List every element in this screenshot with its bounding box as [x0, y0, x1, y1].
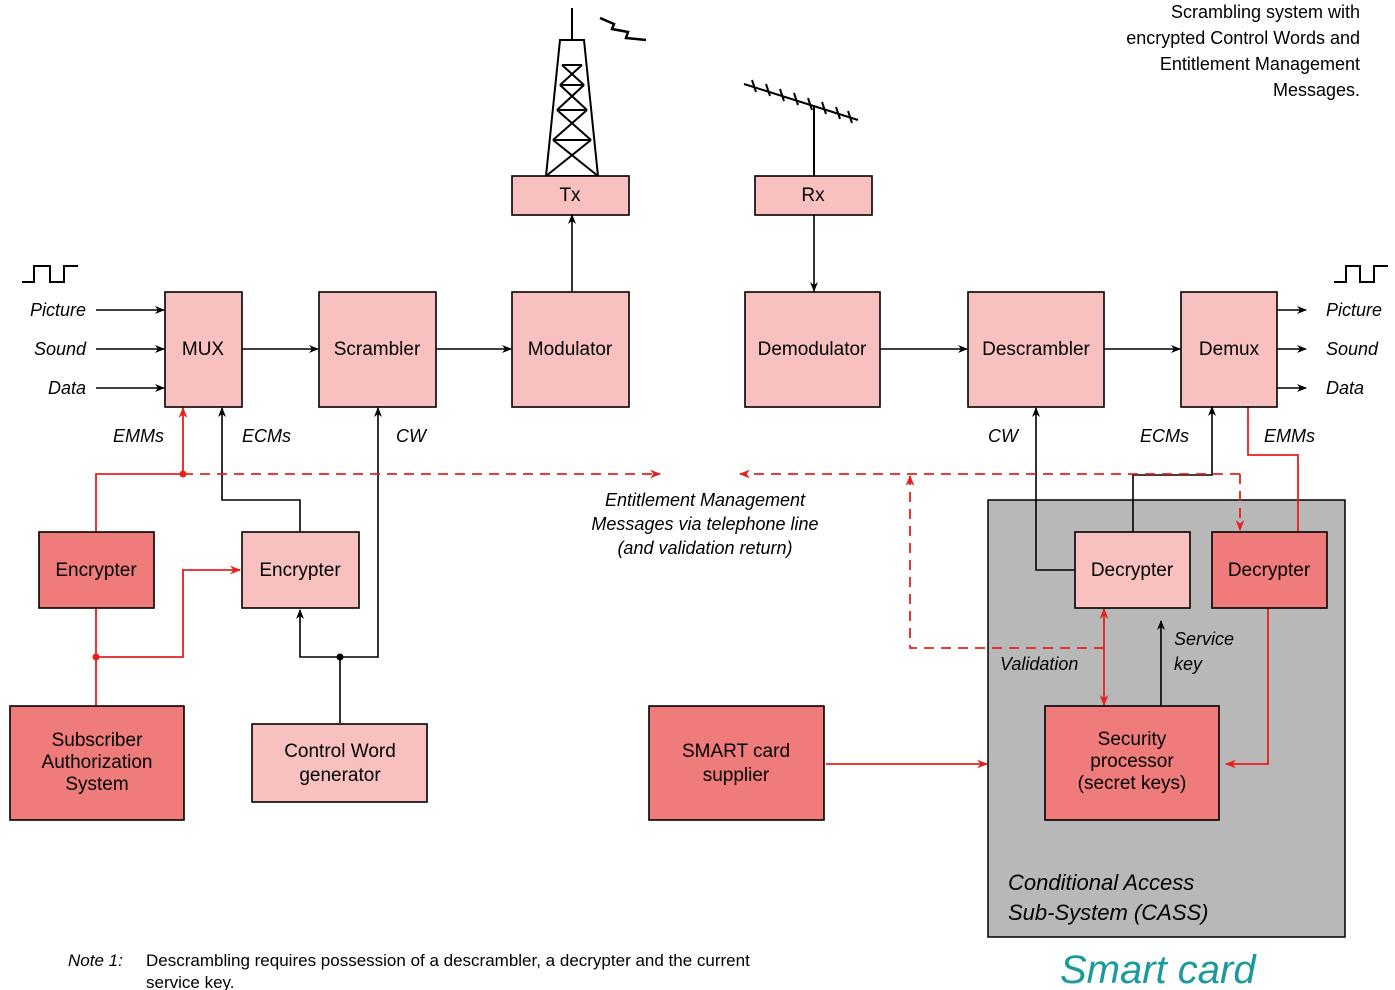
input-sound-label: Sound [34, 339, 87, 359]
demodulator-block: Demodulator [744, 291, 881, 408]
junction-dot [179, 470, 187, 478]
rx-block: Rx [754, 175, 873, 216]
security-label-line-1: Security [1098, 729, 1167, 750]
telephone-line-connections [183, 469, 1245, 649]
ecms-label-right: ECMs [1140, 426, 1189, 446]
tx-block: Tx [511, 175, 630, 216]
service-key-label-line-2: key [1174, 654, 1203, 674]
note-line-2: service key. [146, 973, 235, 990]
supplier-label-line-2: supplier [703, 765, 770, 786]
junction-dot [336, 653, 344, 661]
decrypter-ecm-label: Decrypter [1091, 560, 1174, 581]
encrypter-left-block: Encrypter [38, 531, 155, 609]
subscriber-label-line-1: Subscriber [52, 730, 143, 751]
pulse-waveform-icon [22, 265, 78, 283]
validation-label: Validation [1000, 654, 1078, 674]
input-data-label: Data [48, 378, 86, 398]
control-word-generator-block: Control Word generator [251, 723, 428, 803]
title-line-2: encrypted Control Words and [1126, 28, 1360, 48]
output-data-label: Data [1326, 378, 1364, 398]
cw-generator-label-line-2: generator [299, 765, 381, 786]
subscriber-authorization-block: Subscriber Authorization System [9, 705, 185, 821]
decrypter-ecm-block: Decrypter [1074, 531, 1191, 609]
output-sound-label: Sound [1326, 339, 1379, 359]
encrypter-left-label: Encrypter [55, 560, 137, 581]
cw-label-left: CW [396, 426, 428, 446]
modulator-label: Modulator [528, 339, 613, 360]
cw-label-right: CW [988, 426, 1020, 446]
cass-label-line-2: Sub-System (CASS) [1008, 900, 1209, 925]
tx-label: Tx [559, 185, 581, 206]
emms-label-left: EMMs [113, 426, 164, 446]
scrambler-label: Scrambler [334, 339, 421, 360]
supplier-label-line-1: SMART card [682, 741, 790, 762]
receiving-antenna-icon [743, 79, 859, 178]
descrambler-label: Descrambler [982, 339, 1090, 360]
demux-block: Demux [1180, 291, 1278, 408]
security-label-line-3: (secret keys) [1078, 773, 1187, 794]
note-prefix: Note 1: [68, 951, 123, 970]
ecms-label-left: ECMs [242, 426, 291, 446]
demodulator-label: Demodulator [758, 339, 867, 360]
security-label-line-2: processor [1090, 751, 1174, 772]
output-picture-label: Picture [1326, 300, 1382, 320]
title-line-4: Messages. [1273, 80, 1360, 100]
emms-label-right: EMMs [1264, 426, 1315, 446]
decrypter-emm-block: Decrypter [1211, 531, 1328, 609]
rx-label: Rx [801, 185, 825, 206]
mux-label: MUX [182, 339, 225, 360]
telephone-label-line-2: Messages via telephone line [591, 514, 818, 534]
signal-connections [96, 214, 1307, 723]
cass-label-line-1: Conditional Access [1008, 870, 1194, 895]
telephone-label-line-1: Entitlement Management [605, 490, 806, 510]
pulse-waveform-icon [1334, 265, 1388, 283]
diagram-title: Scrambling system with encrypted Control… [1126, 2, 1360, 100]
note-line-1: Descrambling requires possession of a de… [146, 951, 750, 970]
cw-generator-label-line-1: Control Word [284, 741, 396, 762]
service-key-label-line-1: Service [1174, 629, 1234, 649]
security-processor-block: Security processor (secret keys) [1044, 705, 1220, 821]
emm-connections [95, 406, 1299, 769]
descrambler-block: Descrambler [967, 291, 1105, 408]
junction-dot [92, 653, 100, 661]
smart-card-caption: Smart card [1060, 948, 1257, 990]
subscriber-label-line-2: Authorization [42, 752, 153, 773]
transmitter-tower-icon [544, 8, 647, 177]
decrypter-emm-label: Decrypter [1228, 560, 1311, 581]
title-line-1: Scrambling system with [1171, 2, 1360, 22]
subscriber-label-line-3: System [65, 774, 128, 795]
smart-card-supplier-block: SMART card supplier [648, 705, 825, 821]
encrypter-right-block: Encrypter [241, 531, 360, 609]
mux-block: MUX [164, 291, 243, 408]
encrypter-right-label: Encrypter [259, 560, 341, 581]
input-picture-label: Picture [30, 300, 86, 320]
title-line-3: Entitlement Management [1160, 54, 1360, 74]
demux-label: Demux [1199, 339, 1260, 360]
scrambler-block: Scrambler [318, 291, 437, 408]
modulator-block: Modulator [511, 291, 630, 408]
telephone-label-line-3: (and validation return) [617, 538, 792, 558]
footnote: Note 1: Descrambling requires possession… [68, 951, 750, 990]
